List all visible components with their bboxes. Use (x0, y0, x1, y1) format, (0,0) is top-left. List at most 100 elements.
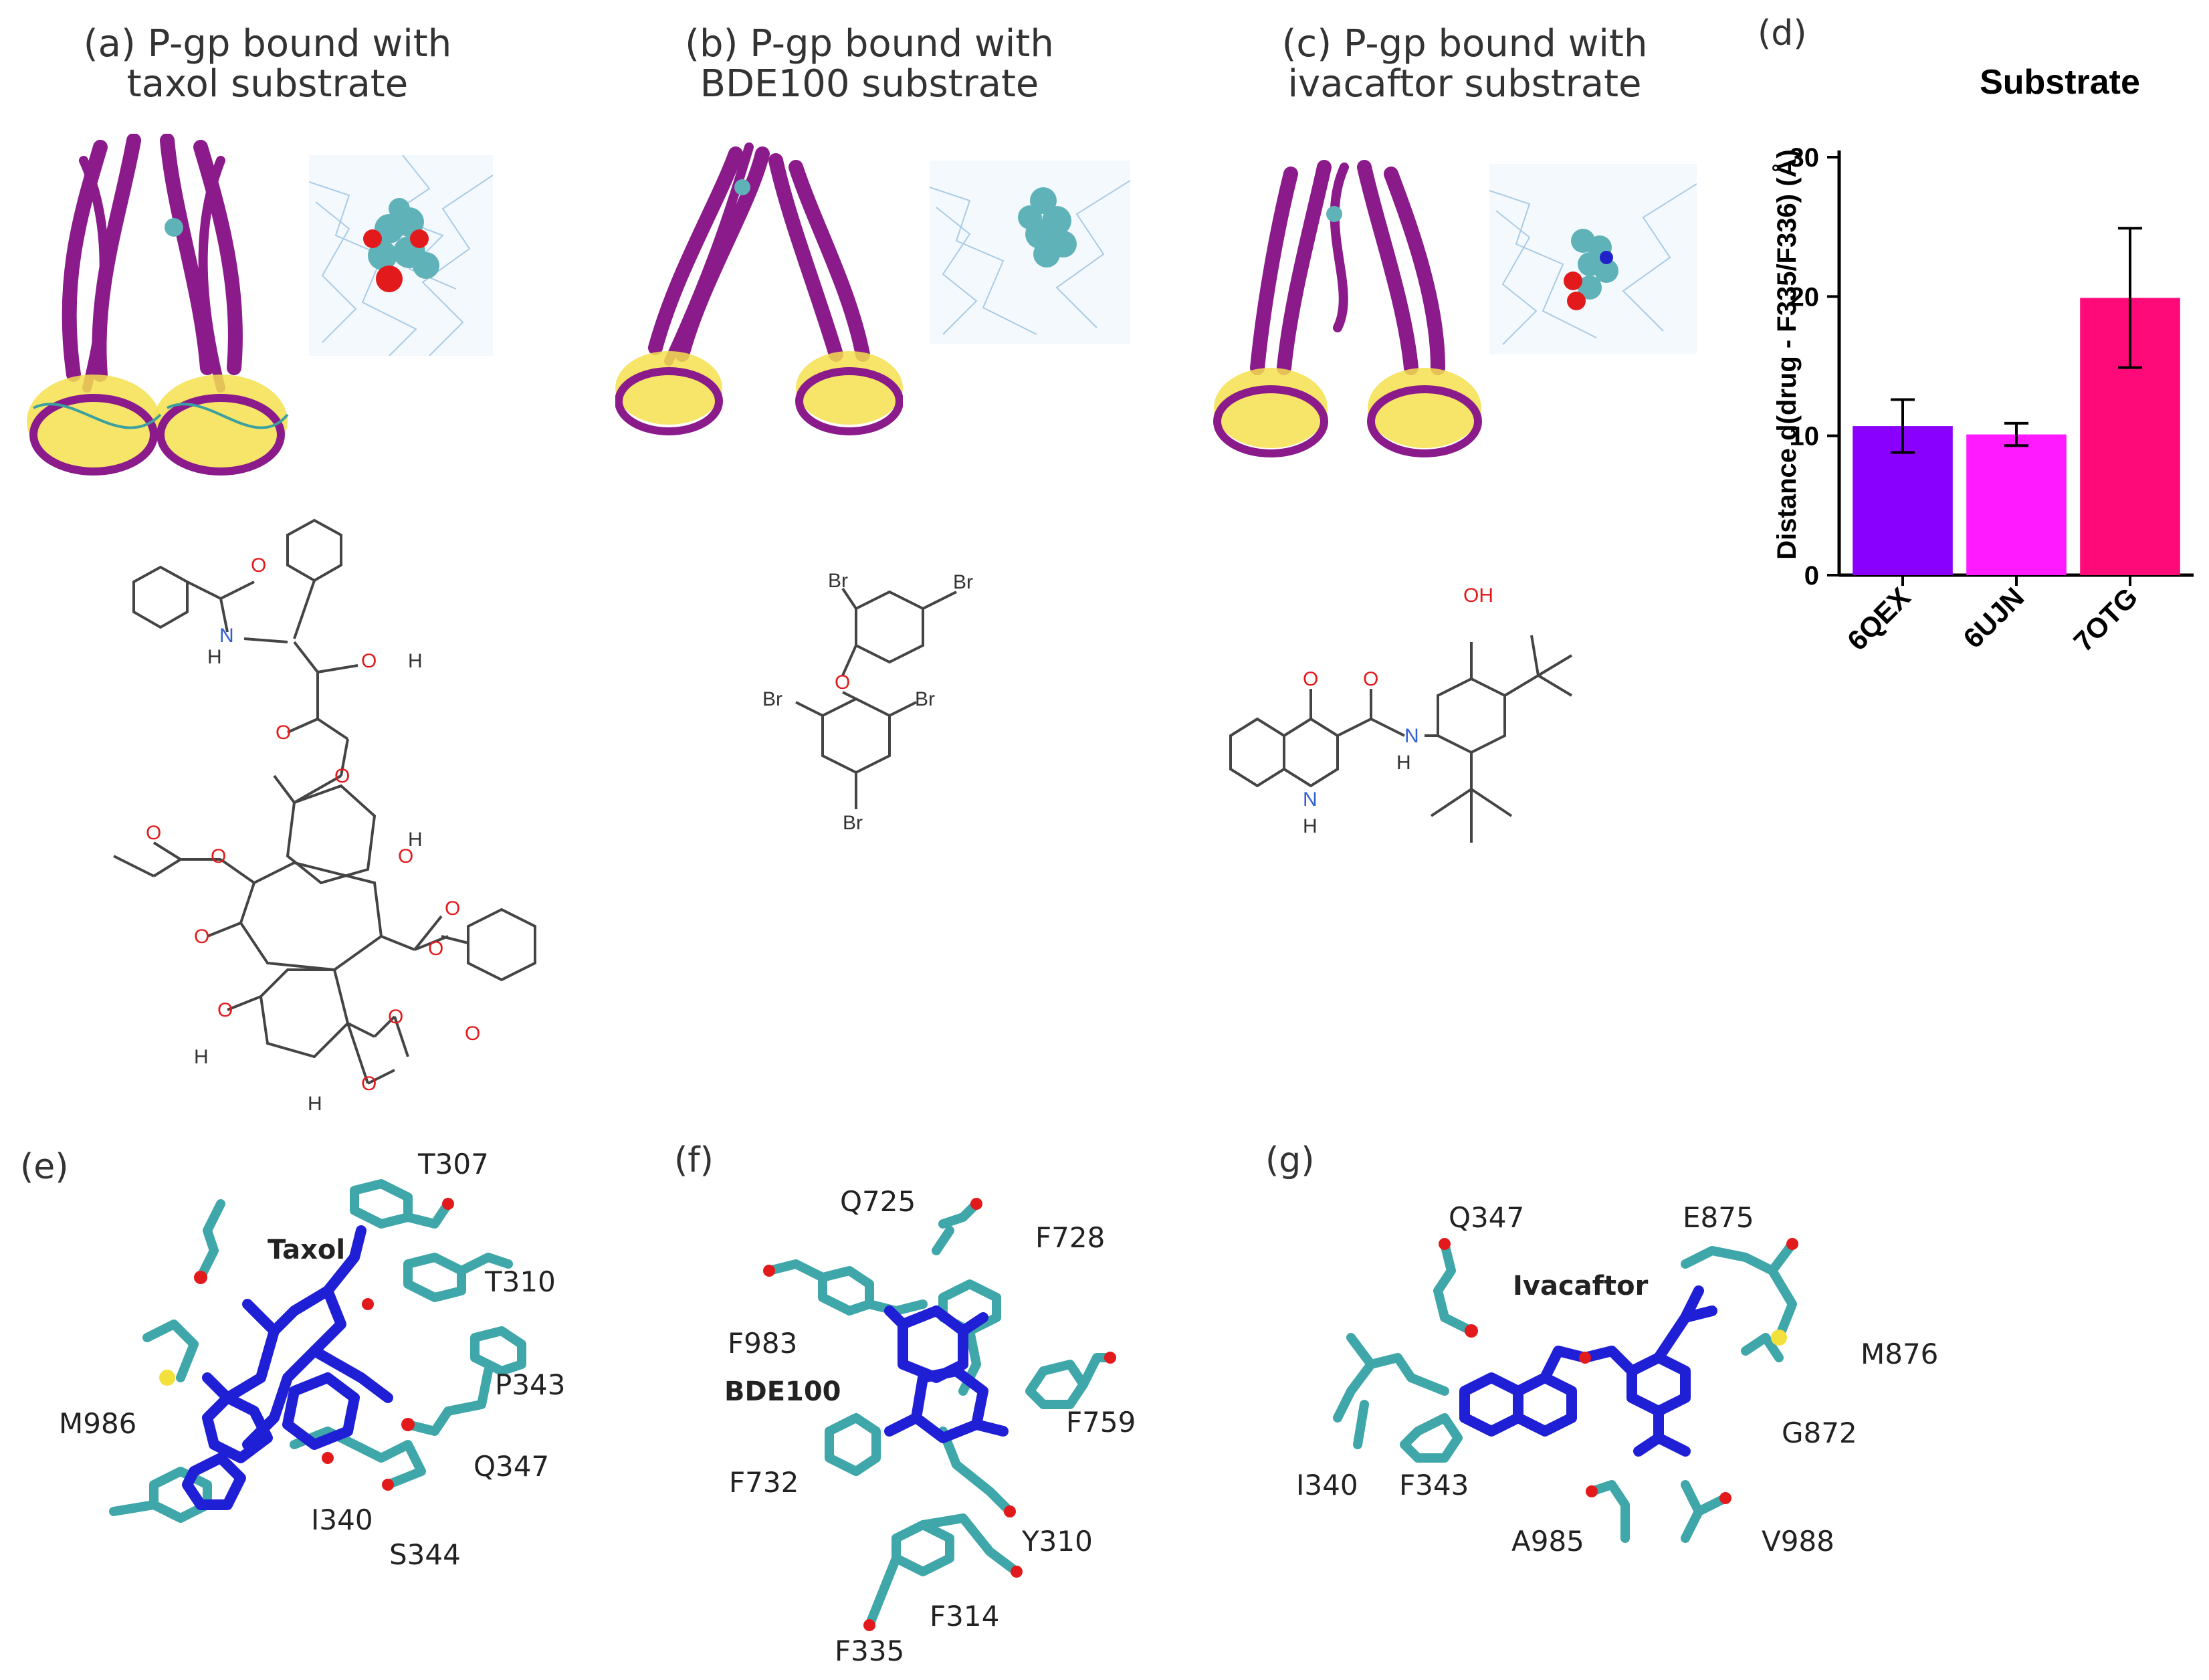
iva-h-1: H (1396, 752, 1411, 774)
bde-br-4: Br (915, 688, 935, 710)
taxol-o-11: O (217, 999, 233, 1021)
taxol-o-4: O (334, 765, 350, 787)
panel-a-title-line2: taxol substrate (126, 62, 409, 106)
taxol-h-3: H (408, 829, 423, 851)
y-tick-label: 30 (1790, 143, 1820, 173)
panel-d-label: (d) (1758, 13, 1807, 54)
iva-n-2: N (1303, 789, 1318, 811)
res-e-2: P343 (495, 1368, 566, 1401)
panel-a-title-line1: (a) P-gp bound with (83, 22, 452, 66)
res-g-7: V988 (1762, 1525, 1834, 1558)
taxol-o-6: O (211, 845, 226, 867)
res-e-3: M986 (59, 1407, 137, 1440)
panel-e-label: (e) (20, 1147, 69, 1187)
x-tick-label-7OTG: 7OTG (2067, 581, 2143, 657)
taxol-h-5: H (308, 1093, 322, 1115)
chart-title: Substrate (1980, 63, 2140, 102)
bde100-spheres (1018, 187, 1077, 268)
taxol-o-2: O (361, 650, 377, 672)
res-f-5: Y310 (1022, 1525, 1093, 1558)
protein-structure-a (27, 134, 289, 476)
bde-br-2: Br (953, 571, 973, 593)
taxol-h-2: H (408, 650, 423, 672)
chart-bars (1853, 227, 2180, 575)
ligand-density-b (930, 161, 1130, 344)
nbd-domains (27, 375, 289, 476)
res-e-4: Q347 (474, 1450, 550, 1483)
taxol-o-8: O (445, 898, 460, 920)
bde-br-5: Br (843, 812, 863, 834)
ivacaftor-spheres (1564, 229, 1618, 310)
panel-c-title: (c) P-gp bound with ivacaftor substrate (1257, 24, 1672, 104)
x-tick-label-6QEX: 6QEX (1841, 581, 1916, 656)
iva-oh: OH (1463, 585, 1493, 607)
bde-o: O (835, 671, 850, 694)
res-e-0: T307 (418, 1148, 489, 1180)
ligand-density-c (1489, 164, 1697, 354)
bde-br-1: Br (828, 570, 848, 592)
panel-f-label: (f) (674, 1140, 714, 1180)
res-g-1: E875 (1683, 1201, 1754, 1234)
bde100-structure: Br Br O Br Br Br (762, 570, 973, 834)
res-f-3: F759 (1066, 1406, 1136, 1439)
res-g-0: Q347 (1449, 1201, 1525, 1234)
iva-n-1: N (1404, 725, 1419, 747)
res-f-1: F728 (1035, 1221, 1106, 1254)
ligand-e-label: Taxol (268, 1235, 346, 1265)
ivacaftor-structure: OH O O N H N H (1229, 585, 1573, 843)
y-tick-label: 20 (1790, 282, 1820, 312)
iva-o-2: O (1363, 668, 1378, 690)
y-tick-label: 10 (1790, 422, 1820, 451)
taxol-o-9: O (194, 926, 209, 948)
panel-b-title-line1: (b) P-gp bound with (685, 22, 1054, 66)
bar-6UJN (1966, 434, 2067, 575)
panel-a-title: (a) P-gp bound with taxol substrate (60, 24, 475, 104)
x-tick-label-6UJN: 6UJN (1957, 581, 2030, 654)
taxol-spheres (363, 198, 439, 292)
taxol-o-1: O (251, 554, 266, 576)
protein-structure-c (1213, 160, 1482, 457)
taxol-o-14: O (361, 1073, 377, 1095)
taxol-structure: O N H O H O O O O O H O O O O H O O O H (113, 518, 536, 1115)
ligand-f-label: BDE100 (724, 1376, 841, 1407)
res-g-2: M876 (1861, 1338, 1939, 1370)
res-e-5: I340 (311, 1503, 373, 1536)
binding-site-ivacaftor (1333, 1238, 1798, 1543)
res-f-2: F983 (728, 1327, 798, 1360)
panel-c-title-line1: (c) P-gp bound with (1281, 22, 1648, 66)
iva-o-1: O (1303, 668, 1318, 690)
taxol-h-1: H (207, 646, 222, 668)
taxol-o-13: O (465, 1023, 480, 1045)
res-f-0: Q725 (840, 1185, 916, 1218)
binding-site-bde100 (763, 1198, 1116, 1631)
res-g-6: A985 (1511, 1525, 1584, 1558)
panel-c-title-line2: ivacaftor substrate (1287, 62, 1642, 106)
y-tick-label: 0 (1804, 561, 1819, 591)
res-f-4: F732 (729, 1466, 799, 1499)
res-e-6: S344 (389, 1538, 461, 1571)
taxol-n: N (219, 625, 234, 647)
taxol-o-7: O (398, 845, 413, 867)
bde-br-3: Br (762, 688, 782, 710)
ligand-density-a (309, 155, 493, 356)
res-f-7: F335 (835, 1635, 905, 1667)
panel-g-label: (g) (1265, 1140, 1315, 1180)
taxol-o-5: O (146, 822, 161, 844)
res-e-1: T310 (485, 1265, 556, 1298)
panel-b-title: (b) P-gp bound with BDE100 substrate (662, 24, 1077, 104)
res-g-3: G872 (1782, 1416, 1857, 1449)
helix-bundle (62, 134, 243, 393)
res-f-6: F314 (930, 1600, 1000, 1633)
protein-structure-b (615, 142, 903, 435)
binding-site-taxol (109, 1179, 526, 1523)
panel-b-title-line2: BDE100 substrate (700, 62, 1039, 106)
res-g-5: F343 (1399, 1469, 1469, 1501)
taxol-o-12: O (388, 1006, 403, 1028)
distance-bar-chart: Substrate Distance d(drug - F335/F336) (… (1772, 63, 2194, 657)
taxol-h-4: H (194, 1046, 209, 1068)
ligand-g-label: Ivacaftor (1513, 1271, 1649, 1301)
taxol-o-3: O (276, 722, 291, 744)
taxol-o-10: O (428, 938, 443, 960)
res-g-4: I340 (1296, 1469, 1358, 1501)
chart-y-axis-label: Distance d(drug - F335/F336) (Å) (1772, 149, 1802, 559)
